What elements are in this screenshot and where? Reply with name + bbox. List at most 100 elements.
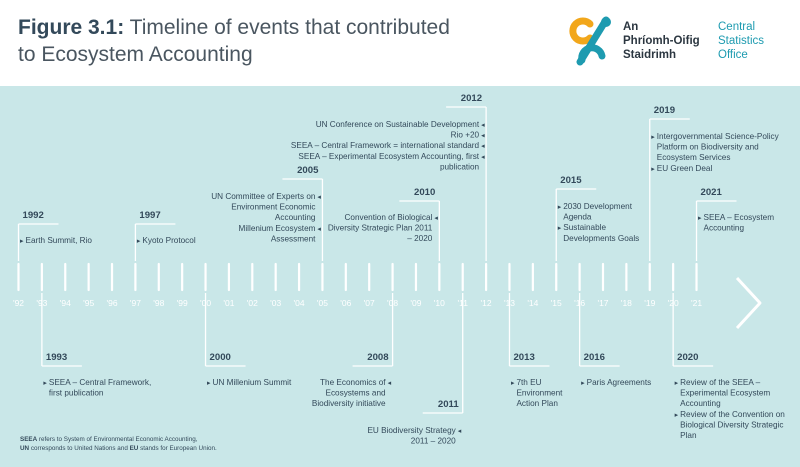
logo-english-line: Central [718, 21, 756, 33]
bullet-icon: ▸ [558, 225, 562, 232]
event-item: Accounting [275, 213, 316, 222]
event-item: Platform on Biodiversity and [657, 143, 759, 152]
cso-logo: An Phríomh-Oifig Staidrimh Central Stati… [568, 12, 788, 72]
event-year: 2019 [654, 105, 675, 116]
event-item: EU Green Deal [657, 164, 713, 173]
figure-header: Figure 3.1: Timeline of events that cont… [0, 0, 800, 86]
event-item: Convention of Biological [344, 213, 432, 222]
bullet-icon: ▸ [698, 215, 702, 222]
bullet-icon: ▸ [207, 380, 211, 387]
event-item: Accounting [680, 399, 721, 408]
bullet-icon: ◂ [434, 215, 438, 222]
event-item: Millenium Ecosystem [239, 224, 316, 233]
event-item: Environment Economic [231, 203, 315, 212]
year-label: '02 [247, 298, 258, 308]
event-item: Plan [680, 431, 697, 440]
year-label: '03 [270, 298, 281, 308]
footnote-line-1: SEEA refers to System of Environmental E… [20, 436, 198, 443]
year-label: '94 [60, 298, 71, 308]
event-item: Rio +20 [451, 131, 480, 140]
event-item: Biodiversity initiative [312, 399, 386, 408]
logo-english-text: Central Statistics Office [718, 20, 764, 62]
event-item: – 2020 [407, 234, 432, 243]
event-year: 2015 [560, 175, 582, 186]
event-year: 2021 [701, 187, 723, 198]
event-item: Action Plan [516, 399, 558, 408]
year-label: '14 [527, 298, 538, 308]
figure-title-text: Timeline of events that contributed to E… [18, 16, 450, 66]
year-label: '10 [434, 298, 445, 308]
event-item: publication [440, 162, 480, 171]
footnote: SEEA refers to System of Environmental E… [20, 435, 320, 453]
bullet-icon: ◂ [317, 194, 321, 201]
event-item: Earth Summit, Rio [26, 236, 93, 245]
event-item: first publication [49, 389, 104, 398]
event-year: 2010 [414, 187, 435, 198]
bullet-icon: ◂ [388, 380, 392, 387]
event-item: UN Millenium Summit [213, 378, 292, 387]
year-label: '96 [106, 298, 117, 308]
bullet-icon: ▸ [558, 204, 562, 211]
event-item: The Economics of [320, 378, 386, 387]
event-item: Developments Goals [563, 234, 639, 243]
event-item: Kyoto Protocol [142, 236, 195, 245]
bullet-icon: ▸ [651, 166, 655, 173]
bullet-icon: ◂ [481, 154, 485, 161]
logo-irish-line: An [623, 21, 639, 33]
bullet-icon: ◂ [458, 428, 462, 435]
bullet-icon: ▸ [651, 134, 655, 141]
event-item: UN Committee of Experts on [211, 192, 316, 201]
event-item: Review of the Convention on [680, 410, 785, 419]
event-year: 2011 [438, 399, 459, 410]
event-item: Agenda [563, 213, 592, 222]
event-item: 7th EU [516, 378, 541, 387]
event-item: Accounting [704, 224, 745, 233]
timeline-panel [0, 86, 800, 467]
event-item: SEEA – Experimental Ecosystem Accounting… [298, 152, 479, 161]
bullet-icon: ▸ [511, 380, 515, 387]
bullet-icon: ◂ [481, 143, 485, 150]
event-item: SEEA – Central Framework = international… [291, 141, 480, 150]
bullet-icon: ◂ [481, 133, 485, 140]
year-label: '05 [317, 298, 328, 308]
bullet-icon: ▸ [581, 380, 585, 387]
logo-english-line: Statistics [718, 35, 765, 47]
bullet-icon: ▸ [20, 238, 24, 245]
bullet-icon: ▸ [137, 238, 141, 245]
bullet-icon: ▸ [675, 380, 679, 387]
year-label: '04 [294, 298, 305, 308]
cso-logo-mark-icon [569, 16, 611, 66]
event-item: Sustainable [563, 223, 606, 232]
logo-irish-text: An Phríomh-Oifig Staidrimh [623, 20, 700, 62]
event-item: SEEA – Central Framework, [49, 378, 151, 387]
event-item: SEEA – Ecosystem [704, 213, 775, 222]
year-label: '95 [83, 298, 94, 308]
event-item: Diversity Strategic Plan 2011 [328, 224, 433, 233]
footnote-line-2: UN corresponds to United Nations and EU … [20, 445, 217, 452]
year-label: '06 [340, 298, 351, 308]
year-label: '21 [691, 298, 702, 308]
event-item: EU Biodiversity Strategy [367, 426, 456, 435]
year-label: '09 [410, 298, 421, 308]
event-year: 1992 [23, 210, 44, 221]
event-item: 2011 – 2020 [411, 437, 456, 446]
event-year: 1997 [139, 210, 160, 221]
year-label: '17 [597, 298, 608, 308]
event-year: 2013 [513, 352, 534, 363]
year-label: '92 [13, 298, 24, 308]
year-label: '15 [551, 298, 562, 308]
event-item: Intergovernmental Science-Policy [657, 132, 780, 141]
event-year: 2020 [677, 352, 698, 363]
figure-title: Figure 3.1: Timeline of events that cont… [18, 14, 458, 68]
event-item: Ecosystem Services [657, 153, 731, 162]
event-item: Biological Diversity Strategic [680, 420, 783, 429]
event-year: 2012 [461, 93, 482, 104]
bullet-icon: ▸ [675, 412, 679, 419]
figure-label: Figure 3.1: [18, 16, 125, 39]
event-item: Paris Agreements [587, 378, 652, 387]
year-label: '12 [481, 298, 492, 308]
year-label: '98 [153, 298, 164, 308]
bullet-icon: ◂ [481, 122, 485, 129]
event-item: Assessment [271, 234, 316, 243]
year-label: '01 [223, 298, 234, 308]
